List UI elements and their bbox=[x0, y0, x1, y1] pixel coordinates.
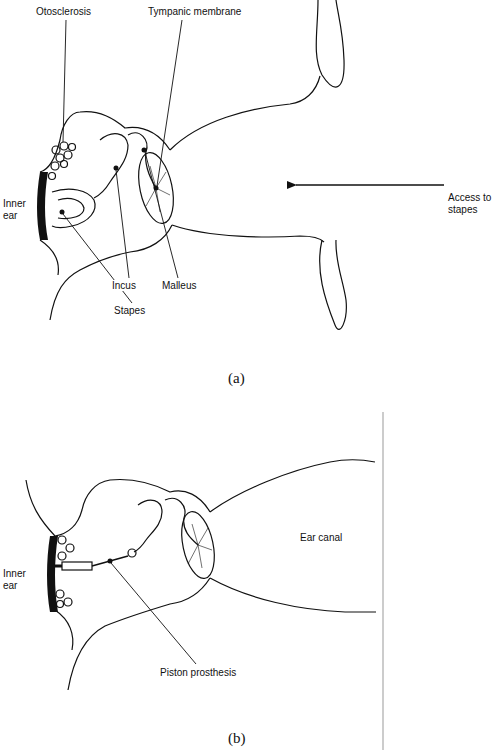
part-label: Inner ear bbox=[3, 198, 26, 221]
part-label-box: Incus bbox=[112, 280, 152, 292]
inner-ear bbox=[47, 536, 58, 612]
prosthesis-loop bbox=[128, 549, 136, 557]
membrane-lines bbox=[188, 524, 212, 568]
malleus bbox=[165, 498, 198, 545]
note-label-box: Access to stapes bbox=[448, 192, 496, 215]
part-label: Ear canal bbox=[300, 532, 342, 543]
part-label: Incus bbox=[112, 280, 136, 291]
part-label-box: Stapes bbox=[114, 305, 158, 317]
canal-wall bbox=[170, 76, 320, 150]
drawing-a bbox=[40, 0, 346, 329]
part-label: Stapes bbox=[114, 305, 145, 316]
incus bbox=[134, 500, 162, 552]
tympanic-membrane bbox=[133, 149, 179, 226]
leader-line bbox=[111, 563, 196, 664]
part-label-box: Malleus bbox=[162, 280, 212, 292]
figure-caption: (b) bbox=[228, 730, 246, 746]
bone-outline bbox=[26, 480, 55, 536]
drawing-b bbox=[26, 460, 376, 690]
part-label-box: Tympanic membrane bbox=[148, 6, 248, 18]
middle-ear-wall bbox=[40, 112, 170, 172]
canal-wall bbox=[172, 225, 324, 242]
part-label: Tympanic membrane bbox=[148, 6, 241, 17]
figure-caption-box: (a) bbox=[228, 370, 268, 387]
middle-ear-wall bbox=[55, 610, 73, 650]
stapes bbox=[52, 189, 95, 227]
leader-dot bbox=[108, 559, 113, 564]
inner-ear bbox=[37, 172, 48, 240]
otosclerosis bbox=[56, 536, 74, 608]
frame-line bbox=[383, 412, 384, 750]
figure-caption-box: (b) bbox=[228, 730, 268, 747]
middle-ear-wall bbox=[55, 480, 210, 537]
leader-dots bbox=[60, 148, 159, 215]
note-label: Access to stapes bbox=[448, 192, 491, 215]
part-label-box: Piston prosthesis bbox=[160, 667, 270, 679]
part-label-box: Inner ear bbox=[3, 568, 43, 591]
pinna bbox=[320, 240, 347, 329]
part-label-box: Otosclerosis bbox=[36, 6, 106, 18]
part-label: Inner ear bbox=[3, 568, 26, 591]
stapes bbox=[58, 198, 84, 218]
otosclerosis bbox=[49, 142, 76, 180]
leader-lines bbox=[63, 20, 182, 303]
middle-ear-wall bbox=[40, 240, 58, 275]
part-label: Piston prosthesis bbox=[160, 667, 236, 678]
part-label: Malleus bbox=[162, 280, 196, 291]
part-label: Otosclerosis bbox=[36, 6, 91, 17]
membrane-lines bbox=[146, 166, 170, 212]
incus bbox=[94, 134, 128, 198]
part-label-box: Inner ear bbox=[3, 198, 37, 221]
canal-wall bbox=[210, 460, 375, 512]
figure-caption: (a) bbox=[228, 370, 245, 386]
pinna bbox=[316, 0, 344, 87]
piston-prosthesis bbox=[52, 556, 128, 570]
canal-wall bbox=[210, 578, 376, 612]
middle-ear-wall bbox=[50, 225, 172, 320]
part-label-box: Ear canal bbox=[300, 532, 370, 544]
access-arrow bbox=[296, 184, 444, 186]
